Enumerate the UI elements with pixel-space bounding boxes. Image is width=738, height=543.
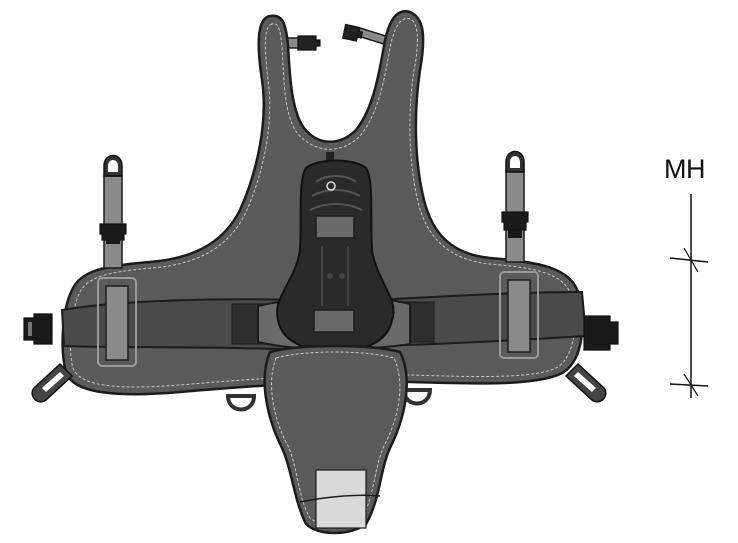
buckle-icon: [23, 313, 53, 345]
d-ring-icon: [103, 154, 123, 177]
d-ring-icon: [401, 388, 433, 406]
lower-panel: [263, 344, 408, 535]
d-ring-icon: [505, 150, 525, 173]
d-ring-icon: [225, 394, 257, 412]
buckle-icon: [297, 35, 321, 51]
d-ring-icon: [31, 362, 74, 403]
dimension-label: MH: [664, 154, 706, 184]
backplate: [276, 152, 395, 354]
mh-dimension-line: [669, 194, 709, 398]
side-strap-left: [103, 175, 123, 269]
belt-keeper-right: [499, 271, 539, 359]
cam-buckle-icon: [501, 211, 529, 238]
d-ring-icon: [564, 362, 607, 403]
belt-keeper-left: [97, 277, 137, 367]
cam-buckle-icon: [99, 223, 127, 244]
buckle-icon: [583, 315, 619, 351]
